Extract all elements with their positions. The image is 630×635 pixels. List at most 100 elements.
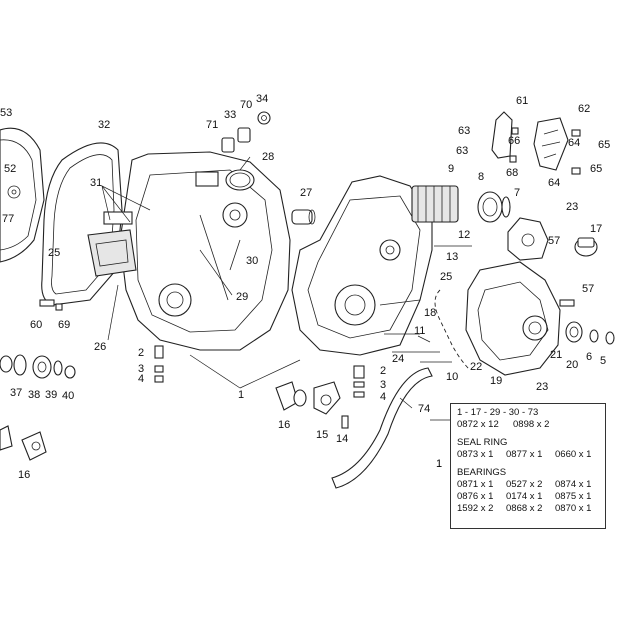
callout-15: 15 [316, 429, 328, 441]
callout-22: 22 [470, 361, 482, 373]
callout-32: 32 [98, 119, 110, 131]
callout-40: 40 [62, 390, 74, 402]
screws-set [39, 127, 581, 398]
kit-box-ref-label: 1 [436, 458, 443, 470]
part-16-center [275, 381, 307, 411]
callout-74: 74 [418, 403, 430, 415]
callout-19: 19 [490, 375, 502, 387]
callout-12: 12 [458, 229, 470, 241]
callout-70: 70 [240, 99, 252, 111]
seal-ring-item: 0877 x 1 [506, 449, 543, 460]
dowel-27 [291, 209, 316, 225]
callout-4-center: 4 [380, 391, 386, 403]
callout-57-top: 57 [548, 235, 560, 247]
callout-31: 31 [90, 177, 102, 189]
callout-63-top: 63 [458, 125, 470, 137]
callout-17: 17 [590, 223, 602, 235]
callout-66: 66 [508, 135, 520, 147]
inner-plate-31 [87, 211, 137, 277]
callout-10: 10 [446, 371, 458, 383]
leader-lines [101, 156, 450, 421]
part-16-left [0, 425, 47, 461]
callout-4-left: 4 [138, 373, 144, 385]
kit-line-2-b: 0898 x 2 [513, 419, 550, 430]
callout-11: 11 [414, 325, 425, 337]
cap-17 [574, 237, 598, 257]
callout-71: 71 [206, 119, 218, 131]
callout-28: 28 [262, 151, 274, 163]
callout-68: 68 [506, 167, 518, 179]
callout-23-top: 23 [566, 201, 578, 213]
bearings-row: 1592 x 2 0868 x 2 0870 x 1 [457, 503, 605, 515]
bearing-item: 0874 x 1 [555, 479, 592, 490]
left-crankcase-half [119, 151, 291, 351]
callout-53: 53 [0, 107, 12, 119]
kit-line-1: 1 - 17 - 29 - 30 - 73 [457, 407, 539, 418]
callout-61: 61 [516, 95, 528, 107]
valve-parts-70-71 [221, 111, 271, 153]
hose-74 [331, 367, 433, 489]
callout-9: 9 [448, 163, 454, 175]
bearings-row: 0876 x 1 0174 x 1 0875 x 1 [457, 491, 605, 503]
seal-ring-heading: SEAL RING [457, 437, 508, 448]
callout-27: 27 [300, 187, 312, 199]
bearing-item: 0876 x 1 [457, 491, 494, 502]
callout-13: 13 [446, 251, 458, 263]
left-side-cover [0, 127, 45, 263]
callout-38: 38 [28, 389, 40, 401]
kit-line-2: 0872 x 12 0898 x 2 [457, 419, 605, 431]
callout-18: 18 [424, 307, 436, 319]
callout-labels: 53 52 77 32 31 25 26 60 69 71 33 70 34 2… [0, 93, 610, 481]
pump-cover-22 [507, 217, 549, 261]
callout-52: 52 [4, 163, 16, 175]
right-crankcase-half [291, 175, 433, 356]
bearing-item: 0527 x 2 [506, 479, 543, 490]
callout-8: 8 [478, 171, 484, 183]
callout-60: 60 [30, 319, 42, 331]
bolt-14 [341, 415, 349, 429]
bearing-item: 0871 x 1 [457, 479, 494, 490]
callout-29: 29 [236, 291, 248, 303]
callout-65-top: 65 [598, 139, 610, 151]
kit-reference-box: 1 - 17 - 29 - 30 - 73 0872 x 12 0898 x 2… [450, 403, 606, 529]
bearings-row: 0871 x 1 0527 x 2 0874 x 1 [457, 479, 605, 491]
callout-3-left: 3 [138, 363, 144, 375]
seal-ring-row: 0873 x 1 0877 x 1 0660 x 1 [457, 449, 605, 461]
callout-23-bottom: 23 [536, 381, 548, 393]
callout-39: 39 [45, 389, 57, 401]
callout-14: 14 [336, 433, 348, 445]
callout-77: 77 [2, 213, 14, 225]
part-15 [313, 381, 341, 415]
callout-57-bottom: 57 [582, 283, 594, 295]
callout-65-bottom: 65 [590, 163, 602, 175]
callout-24: 24 [392, 353, 404, 365]
bearing-item: 0870 x 1 [555, 503, 592, 514]
bearing-item: 0174 x 1 [506, 491, 543, 502]
bearings-37-38 [0, 354, 76, 379]
callout-16-center: 16 [278, 419, 290, 431]
callout-64-top: 64 [568, 137, 580, 149]
callout-2-center: 2 [380, 365, 386, 377]
callout-26: 26 [94, 341, 106, 353]
callout-5: 5 [600, 355, 606, 367]
bearing-item: 0875 x 1 [555, 491, 592, 502]
callout-21: 21 [550, 349, 562, 361]
kit-line-2-a: 0872 x 12 [457, 419, 499, 430]
callout-25: 25 [48, 247, 60, 259]
callout-1: 1 [238, 389, 244, 401]
callout-30: 30 [246, 255, 258, 267]
callout-16-left: 16 [18, 469, 30, 481]
seal-ring-item: 0873 x 1 [457, 449, 494, 460]
callout-34: 34 [256, 93, 268, 105]
callout-33: 33 [224, 109, 236, 121]
callout-63-bottom: 63 [456, 145, 468, 157]
callout-20: 20 [566, 359, 578, 371]
filter-cover-8 [477, 191, 511, 223]
callout-62: 62 [578, 103, 590, 115]
callout-7: 7 [514, 187, 520, 199]
bearing-item: 1592 x 2 [457, 503, 494, 514]
seal-20-21 [565, 321, 615, 345]
callout-25-right: 25 [440, 271, 452, 283]
